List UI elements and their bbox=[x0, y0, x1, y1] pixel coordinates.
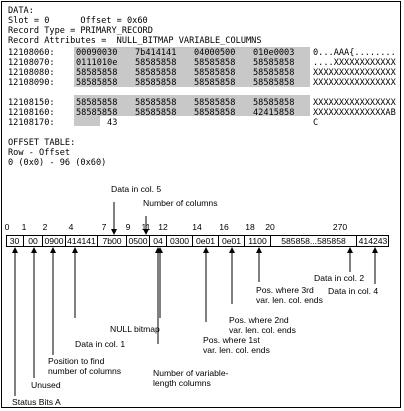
label-status-bits: Status Bits A bbox=[12, 397, 61, 407]
dump-word: 58585858 bbox=[135, 98, 177, 108]
row-cell: 414243 bbox=[358, 236, 388, 246]
dump-word: 58585858 bbox=[76, 98, 118, 108]
dump-word: 58585858 bbox=[76, 78, 118, 88]
record-type-line: Record Type = PRIMARY_RECORD bbox=[8, 26, 153, 36]
record-attributes-line: Record Attributes = NULL_BITMAP VARIABLE… bbox=[8, 36, 262, 46]
dump-word: 00090030 bbox=[76, 48, 118, 58]
label-num-var-2: length columns bbox=[153, 378, 211, 388]
dump-word: 04000500 bbox=[194, 48, 236, 58]
dump-word: 58585858 bbox=[135, 78, 177, 88]
dump-word: 58585858 bbox=[253, 68, 295, 78]
dump-word: 010e0003 bbox=[253, 48, 295, 58]
row-cell: 04 bbox=[150, 235, 167, 247]
byte-position-number: 7 bbox=[101, 222, 107, 232]
row-cell: 585858...585858 bbox=[271, 235, 357, 247]
label-pos1-2: var. len. col. ends bbox=[203, 345, 270, 355]
byte-position-number: 270 bbox=[332, 222, 348, 232]
dump-word: 58585858 bbox=[194, 68, 236, 78]
row-structure-box bbox=[6, 235, 389, 247]
byte-position-number: 20 bbox=[265, 222, 275, 232]
dump-word: 58585858 bbox=[253, 98, 295, 108]
label-pos3-2: var. len. col. ends bbox=[256, 295, 323, 305]
dump-ascii: XXXXXXXXXXXXXXXX bbox=[313, 68, 396, 78]
label-position-find-2: number of columns bbox=[48, 366, 122, 376]
dump-word: 7b414141 bbox=[135, 48, 177, 58]
dump-address: 12108090: bbox=[8, 78, 55, 88]
offset-table-subtitle: Row - Offset bbox=[8, 148, 71, 158]
dump-highlight-last bbox=[74, 116, 100, 126]
row-cell: 30 bbox=[6, 235, 24, 247]
label-pos1-1: Pos. where 1st bbox=[203, 335, 260, 345]
offset-table-entry: 0 (0x0) - 96 (0x60) bbox=[8, 158, 107, 168]
dump-word: 58585858 bbox=[253, 78, 295, 88]
dump-word: 58585858 bbox=[76, 108, 118, 118]
dump-ascii: XXXXXXXXXXXXXXXX bbox=[313, 78, 396, 88]
label-data-col2: Data in col. 2 bbox=[314, 273, 365, 283]
dump-word: 58585858 bbox=[194, 108, 236, 118]
dump-word: 58585858 bbox=[135, 68, 177, 78]
dump-ascii: ....XXXXXXXXXXXX bbox=[313, 58, 396, 68]
byte-position-number: 2 bbox=[42, 222, 48, 232]
label-pos2-1: Pos. where 2nd bbox=[229, 315, 289, 325]
row-cell: 0900 bbox=[43, 235, 66, 247]
row-cell: 0500 bbox=[127, 235, 150, 247]
row-cell: 00 bbox=[24, 235, 43, 247]
dump-ascii: XXXXXXXXXXXXXXXX bbox=[313, 98, 396, 108]
dump-highlight-block-1 bbox=[74, 47, 310, 87]
row-cell: 1100 bbox=[245, 235, 271, 247]
label-null-bitmap: NULL bitmap bbox=[110, 324, 160, 334]
dump-word: 58585858 bbox=[194, 58, 236, 68]
byte-position-number: 12 bbox=[158, 222, 168, 232]
dump-ascii: C bbox=[313, 118, 319, 128]
byte-position-number: 1 bbox=[21, 222, 27, 232]
byte-position-number: 14 bbox=[192, 222, 202, 232]
dump-word: 58585858 bbox=[135, 108, 177, 118]
label-position-find-1: Position to find bbox=[48, 356, 105, 366]
offset-table-title: OFFSET TABLE: bbox=[8, 138, 76, 148]
dump-word: 43 bbox=[76, 118, 118, 128]
row-cell: 7b00 bbox=[98, 235, 127, 247]
dump-ascii: 0...AAA{........ bbox=[313, 48, 396, 58]
byte-position-number: 0 bbox=[4, 222, 10, 232]
dump-address: 12108080: bbox=[8, 68, 55, 78]
byte-position-number: 18 bbox=[245, 222, 255, 232]
label-data-col5: Data in col. 5 bbox=[111, 184, 162, 194]
dump-word: 0111010e bbox=[76, 58, 118, 68]
row-cell: 0e01 bbox=[193, 235, 219, 247]
label-num-var-1: Number of variable- bbox=[153, 368, 229, 378]
dump-ascii: XXXXXXXXXXXXXXAB bbox=[313, 108, 396, 118]
row-cell: 0e01 bbox=[219, 235, 245, 247]
dump-address: 12108170: bbox=[8, 118, 55, 128]
label-num-columns: Number of columns bbox=[143, 198, 218, 208]
dump-address: 12108070: bbox=[8, 58, 55, 68]
dump-word: 58585858 bbox=[194, 98, 236, 108]
byte-position-number: 4 bbox=[68, 222, 74, 232]
label-pos3-1: Pos. where 3rd bbox=[256, 285, 314, 295]
dump-word: 58585858 bbox=[194, 78, 236, 88]
dump-word: 58585858 bbox=[135, 58, 177, 68]
dump-address: 12108160: bbox=[8, 108, 55, 118]
dump-address: 12108150: bbox=[8, 98, 55, 108]
byte-position-number: 16 bbox=[219, 222, 229, 232]
label-unused: Unused bbox=[31, 380, 61, 390]
dump-word: 58585858 bbox=[253, 58, 295, 68]
slot-line: Slot = 0 Offset = 0x60 bbox=[8, 16, 148, 26]
label-pos2-2: var. len. col. ends bbox=[229, 325, 296, 335]
data-label: DATA: bbox=[8, 6, 34, 16]
dump-highlight-block-2 bbox=[74, 95, 310, 116]
dump-word: 42415858 bbox=[253, 108, 295, 118]
label-data-col1: Data in col. 1 bbox=[75, 339, 126, 349]
row-cell: 0300 bbox=[167, 235, 193, 247]
dump-address: 12108060: bbox=[8, 48, 55, 58]
label-data-col4: Data in col. 4 bbox=[328, 286, 379, 296]
dump-word: 58585858 bbox=[76, 68, 118, 78]
row-cell: 414141 bbox=[66, 235, 98, 247]
byte-position-number: 9 bbox=[125, 222, 131, 232]
